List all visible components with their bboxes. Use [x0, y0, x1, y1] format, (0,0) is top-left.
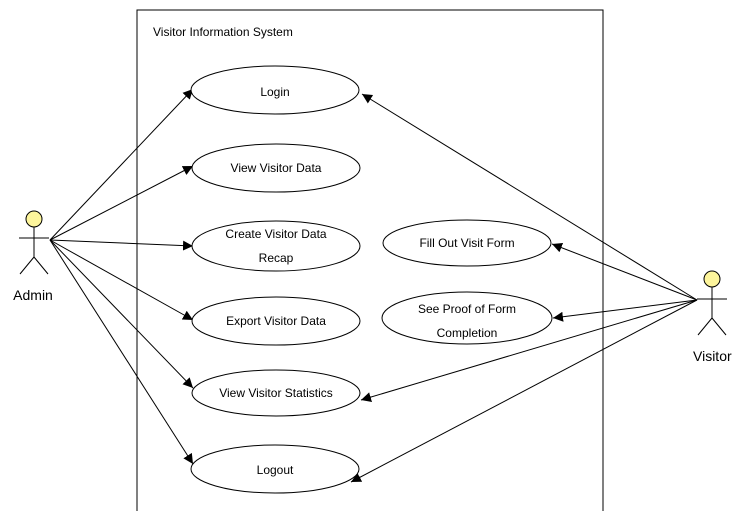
actor-visitor-label: Visitor — [693, 348, 732, 364]
visitor-associations — [350, 93, 698, 483]
actor-admin-label: Admin — [13, 287, 53, 303]
admin-associations — [49, 88, 194, 465]
visitor-statistics-association — [360, 299, 698, 402]
actor-visitor-head — [703, 270, 721, 288]
use-case-create-recap-line2: Recap — [259, 251, 294, 265]
admin-view-data-association — [49, 165, 194, 241]
use-case-view-visitor-data-label: View Visitor Data — [231, 161, 322, 175]
use-case-export-data-label: Export Visitor Data — [226, 314, 326, 328]
use-case-fill-form-label: Fill Out Visit Form — [419, 236, 514, 250]
use-case-login-label: Login — [260, 85, 289, 99]
actor-admin-leg-right — [33, 256, 49, 275]
visitor-login-association — [361, 93, 698, 301]
actor-visitor-leg-left — [697, 317, 713, 336]
use-case-view-visitor-data[interactable]: View Visitor Data — [191, 143, 361, 193]
visitor-logout-association — [350, 299, 698, 483]
actor-visitor-leg-right — [711, 317, 727, 336]
system-title: Visitor Information System — [153, 25, 293, 39]
admin-statistics-association — [49, 239, 194, 389]
admin-export-association — [49, 239, 194, 321]
use-case-view-statistics-label: View Visitor Statistics — [219, 386, 333, 400]
use-case-logout-label: Logout — [257, 463, 294, 477]
use-case-view-statistics[interactable]: View Visitor Statistics — [191, 369, 361, 417]
admin-logout-association — [49, 239, 194, 465]
admin-create-recap-association — [49, 239, 194, 251]
use-case-create-recap-line1: Create Visitor Data — [225, 227, 326, 241]
system-boundary — [136, 9, 604, 511]
use-case-login[interactable]: Login — [190, 65, 360, 115]
use-case-proof-completion-line2: Completion — [437, 326, 498, 340]
actor-admin-leg-left — [19, 256, 35, 275]
actor-admin[interactable] — [19, 210, 49, 275]
actor-visitor[interactable] — [697, 270, 727, 336]
use-case-export-data[interactable]: Export Visitor Data — [191, 296, 361, 346]
visitor-fill-form-association — [551, 242, 698, 301]
use-case-create-recap[interactable]: Create Visitor Data Recap — [191, 220, 361, 272]
admin-login-association — [49, 88, 194, 241]
use-case-proof-completion-line1: See Proof of Form — [418, 302, 516, 316]
actor-admin-head — [25, 210, 43, 228]
use-case-logout[interactable]: Logout — [190, 444, 360, 494]
use-case-proof-completion[interactable]: See Proof of Form Completion — [381, 291, 553, 345]
use-case-fill-form[interactable]: Fill Out Visit Form — [382, 219, 552, 267]
visitor-proof-association — [552, 299, 698, 322]
